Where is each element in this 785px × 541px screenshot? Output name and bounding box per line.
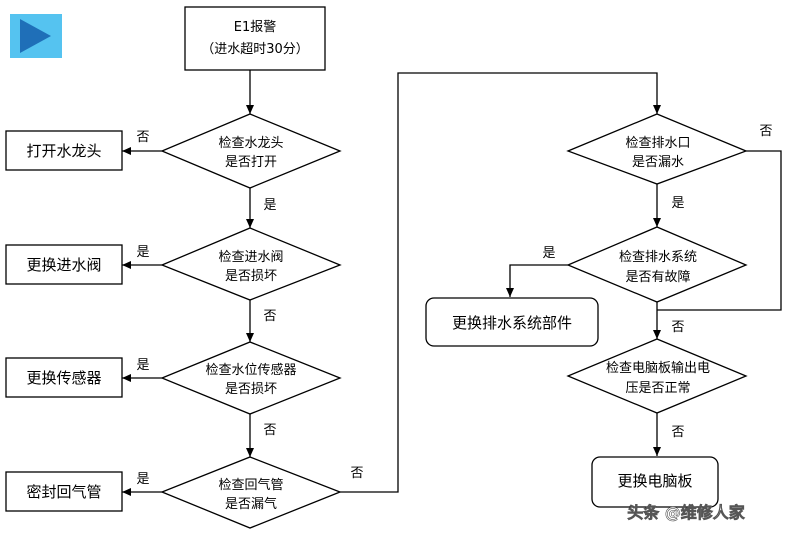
action-replace-drain-parts-text: 更换排水系统部件 (452, 314, 572, 332)
label-no-board-voltage: 否 (671, 425, 684, 440)
label-yes-drain-system: 是 (542, 246, 555, 261)
label-no-air-pipe: 否 (350, 466, 363, 481)
decision-faucet: 检查水龙头 是否打开 (160, 113, 342, 189)
start-line-2: （进水超时30分） (201, 42, 309, 57)
action-seal-air-pipe-text: 密封回气管 (26, 483, 101, 501)
action-replace-inlet-valve: 更换进水阀 (5, 244, 123, 285)
start-line-1: E1报警 (234, 19, 277, 35)
label-yes-faucet: 是 (263, 198, 276, 213)
decision-drain-system-line-1: 检查排水系统 (619, 250, 697, 265)
action-seal-air-pipe: 密封回气管 (5, 471, 123, 512)
label-yes-drain-outlet: 是 (671, 196, 684, 211)
decision-inlet-valve-line-2: 是否损坏 (225, 269, 277, 284)
connectors (122, 70, 782, 496)
start-node: E1报警 （进水超时30分） (184, 6, 326, 71)
action-open-faucet-text: 打开水龙头 (26, 142, 101, 160)
action-replace-drain-parts: 更换排水系统部件 (425, 297, 599, 347)
decision-drain-system-line-2: 是否有故障 (625, 270, 690, 285)
decision-drain-outlet-line-1: 检查排水口 (625, 136, 690, 151)
label-yes-air-pipe: 是 (136, 472, 149, 487)
action-replace-inlet-valve-text: 更换进水阀 (26, 256, 101, 274)
decision-board-voltage-line-2: 压是否正常 (625, 381, 690, 396)
branch-labels: 否 是 是 否 是 否 是 否 否 是 是 否 否 (136, 124, 772, 487)
label-yes-inlet-valve: 是 (136, 245, 149, 260)
decision-drain-outlet-line-2: 是否漏水 (632, 154, 684, 170)
decision-air-pipe-line-2: 是否漏气 (225, 496, 277, 512)
decision-faucet-line-2: 是否打开 (225, 155, 277, 170)
decision-inlet-valve: 检查进水阀 是否损坏 (160, 227, 342, 301)
action-replace-sensor-text: 更换传感器 (26, 369, 101, 387)
decision-board-voltage: 检查电脑板输出电 压是否正常 (566, 338, 748, 414)
decision-level-sensor-line-1: 检查水位传感器 (205, 362, 296, 378)
decision-air-pipe: 检查回气管 是否漏气 (160, 456, 342, 529)
decision-level-sensor-line-2: 是否损坏 (225, 382, 277, 397)
label-no-drain-outlet: 否 (759, 124, 772, 139)
label-yes-level-sensor: 是 (136, 358, 149, 373)
decision-board-voltage-line-1: 检查电脑板输出电 (606, 360, 710, 376)
label-no-faucet: 否 (136, 130, 149, 145)
decision-drain-system: 检查排水系统 是否有故障 (566, 226, 748, 303)
decision-level-sensor: 检查水位传感器 是否损坏 (160, 341, 342, 415)
action-replace-board-text: 更换电脑板 (617, 472, 692, 490)
watermark: 头条 @维修人家 (627, 503, 746, 522)
action-replace-sensor: 更换传感器 (5, 357, 123, 398)
label-no-level-sensor: 否 (263, 423, 276, 438)
decision-inlet-valve-line-1: 检查进水阀 (218, 250, 283, 265)
label-no-inlet-valve: 否 (263, 309, 276, 324)
decision-air-pipe-line-1: 检查回气管 (218, 477, 283, 493)
action-open-faucet: 打开水龙头 (5, 130, 123, 171)
decision-drain-outlet: 检查排水口 是否漏水 (566, 113, 748, 185)
decision-faucet-line-1: 检查水龙头 (218, 136, 283, 151)
play-icon (10, 14, 62, 58)
action-replace-board: 更换电脑板 (591, 456, 719, 508)
label-no-drain-system: 否 (671, 320, 684, 335)
